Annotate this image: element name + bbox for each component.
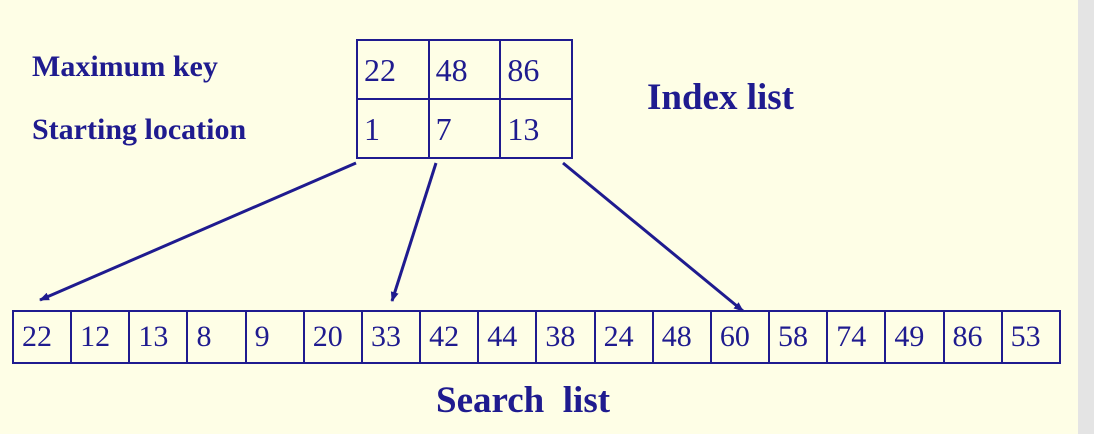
search-cell: 22 [11, 310, 73, 364]
index-list-title: Index list [647, 77, 795, 118]
search-cell: 24 [593, 310, 654, 364]
search-cell: 38 [535, 310, 596, 364]
search-cell: 8 [186, 310, 247, 364]
scrollbar-track[interactable] [1078, 0, 1094, 434]
max-key-cell: 22 [356, 39, 430, 100]
search-cell: 53 [1000, 310, 1062, 364]
search-cell: 12 [70, 310, 131, 364]
start-location-row: 1 7 13 [356, 98, 573, 159]
search-cell: 60 [709, 310, 771, 364]
max-key-cell: 48 [427, 39, 502, 100]
search-cell: 48 [651, 310, 712, 364]
max-key-row: 22 48 86 [356, 39, 573, 100]
search-cell: 13 [128, 310, 189, 364]
search-cell: 58 [768, 310, 829, 364]
search-cell: 49 [884, 310, 945, 364]
start-location-cell: 7 [427, 98, 502, 159]
starting-location-label: Starting location [32, 113, 247, 146]
search-list-table: 22 12 13 8 9 20 33 42 44 38 24 48 60 58 … [11, 310, 1062, 364]
search-cell: 74 [826, 310, 887, 364]
start-location-cell: 1 [356, 98, 430, 159]
search-cell: 44 [477, 310, 538, 364]
arrow-to-position-13 [562, 161, 744, 313]
search-cell: 9 [244, 310, 305, 364]
search-cell: 20 [302, 310, 363, 364]
index-list-table: 22 48 86 1 7 13 [356, 39, 573, 159]
search-cell: 42 [419, 310, 480, 364]
search-list-row: 22 12 13 8 9 20 33 42 44 38 24 48 60 58 … [11, 310, 1062, 364]
search-cell: 86 [942, 310, 1003, 364]
max-key-cell: 86 [499, 39, 573, 100]
arrow-to-position-7 [390, 162, 438, 302]
maximum-key-label: Maximum key [32, 50, 218, 83]
search-list-title: Search list [436, 380, 611, 421]
search-cell: 33 [360, 310, 422, 364]
arrow-to-position-1 [39, 161, 357, 302]
start-location-cell: 13 [499, 98, 573, 159]
